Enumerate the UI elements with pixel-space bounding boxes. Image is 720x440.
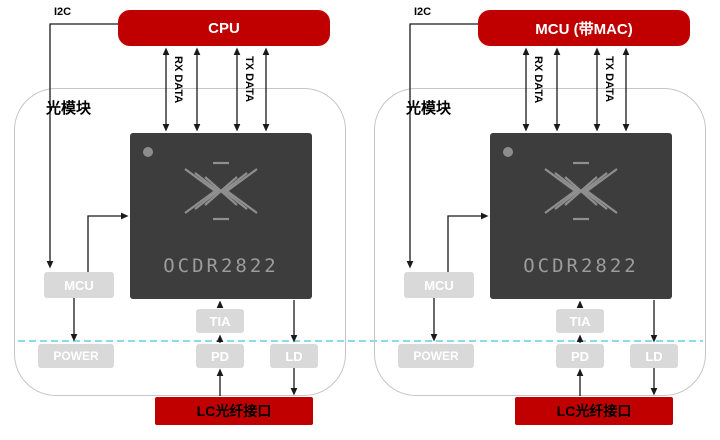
tx-data-label: TX DATA: [243, 56, 255, 103]
power-block: POWER: [38, 344, 114, 368]
tia-block: TIA: [196, 309, 244, 333]
chip-logo-icon: [184, 161, 258, 221]
tia-block: TIA: [556, 309, 604, 333]
pin1-dot-icon: [503, 147, 513, 157]
pd-block: PD: [556, 344, 604, 368]
rx-data-label: RX DATA: [172, 56, 184, 104]
chip-logo-icon: [544, 161, 618, 221]
left-diagram: I2C CPU 光模块 RX DATA TX DATA OCDR2822 MCU…: [14, 6, 346, 425]
mcu-block: MCU: [44, 272, 114, 298]
mcu-block: MCU: [404, 272, 474, 298]
optical-module-label: 光模块: [46, 100, 92, 117]
optical-module-label: 光模块: [406, 100, 452, 117]
ld-block: LD: [630, 344, 678, 368]
host-mcu-box: MCU (带MAC): [478, 10, 690, 46]
ld-block: LD: [270, 344, 318, 368]
tx-data-label: TX DATA: [603, 56, 615, 103]
power-block: POWER: [398, 344, 474, 368]
right-diagram: I2C MCU (带MAC) 光模块 RX DATA TX DATA OCDR2…: [360, 0, 720, 440]
i2c-label: I2C: [54, 6, 72, 18]
ocdr2822-chip: OCDR2822: [130, 133, 312, 299]
i2c-label: I2C: [414, 6, 432, 18]
lc-fiber-interface-box: LC光纤接口: [515, 397, 673, 425]
optical-module-frame: [14, 88, 346, 396]
host-cpu-box: CPU: [118, 10, 330, 46]
rx-data-label: RX DATA: [532, 56, 544, 104]
ocdr2822-chip: OCDR2822: [490, 133, 672, 299]
optical-module-frame: [374, 88, 706, 396]
pin1-dot-icon: [143, 147, 153, 157]
pd-block: PD: [196, 344, 244, 368]
chip-part-number: OCDR2822: [163, 255, 279, 277]
lc-fiber-interface-box: LC光纤接口: [155, 397, 313, 425]
chip-part-number: OCDR2822: [523, 255, 639, 277]
